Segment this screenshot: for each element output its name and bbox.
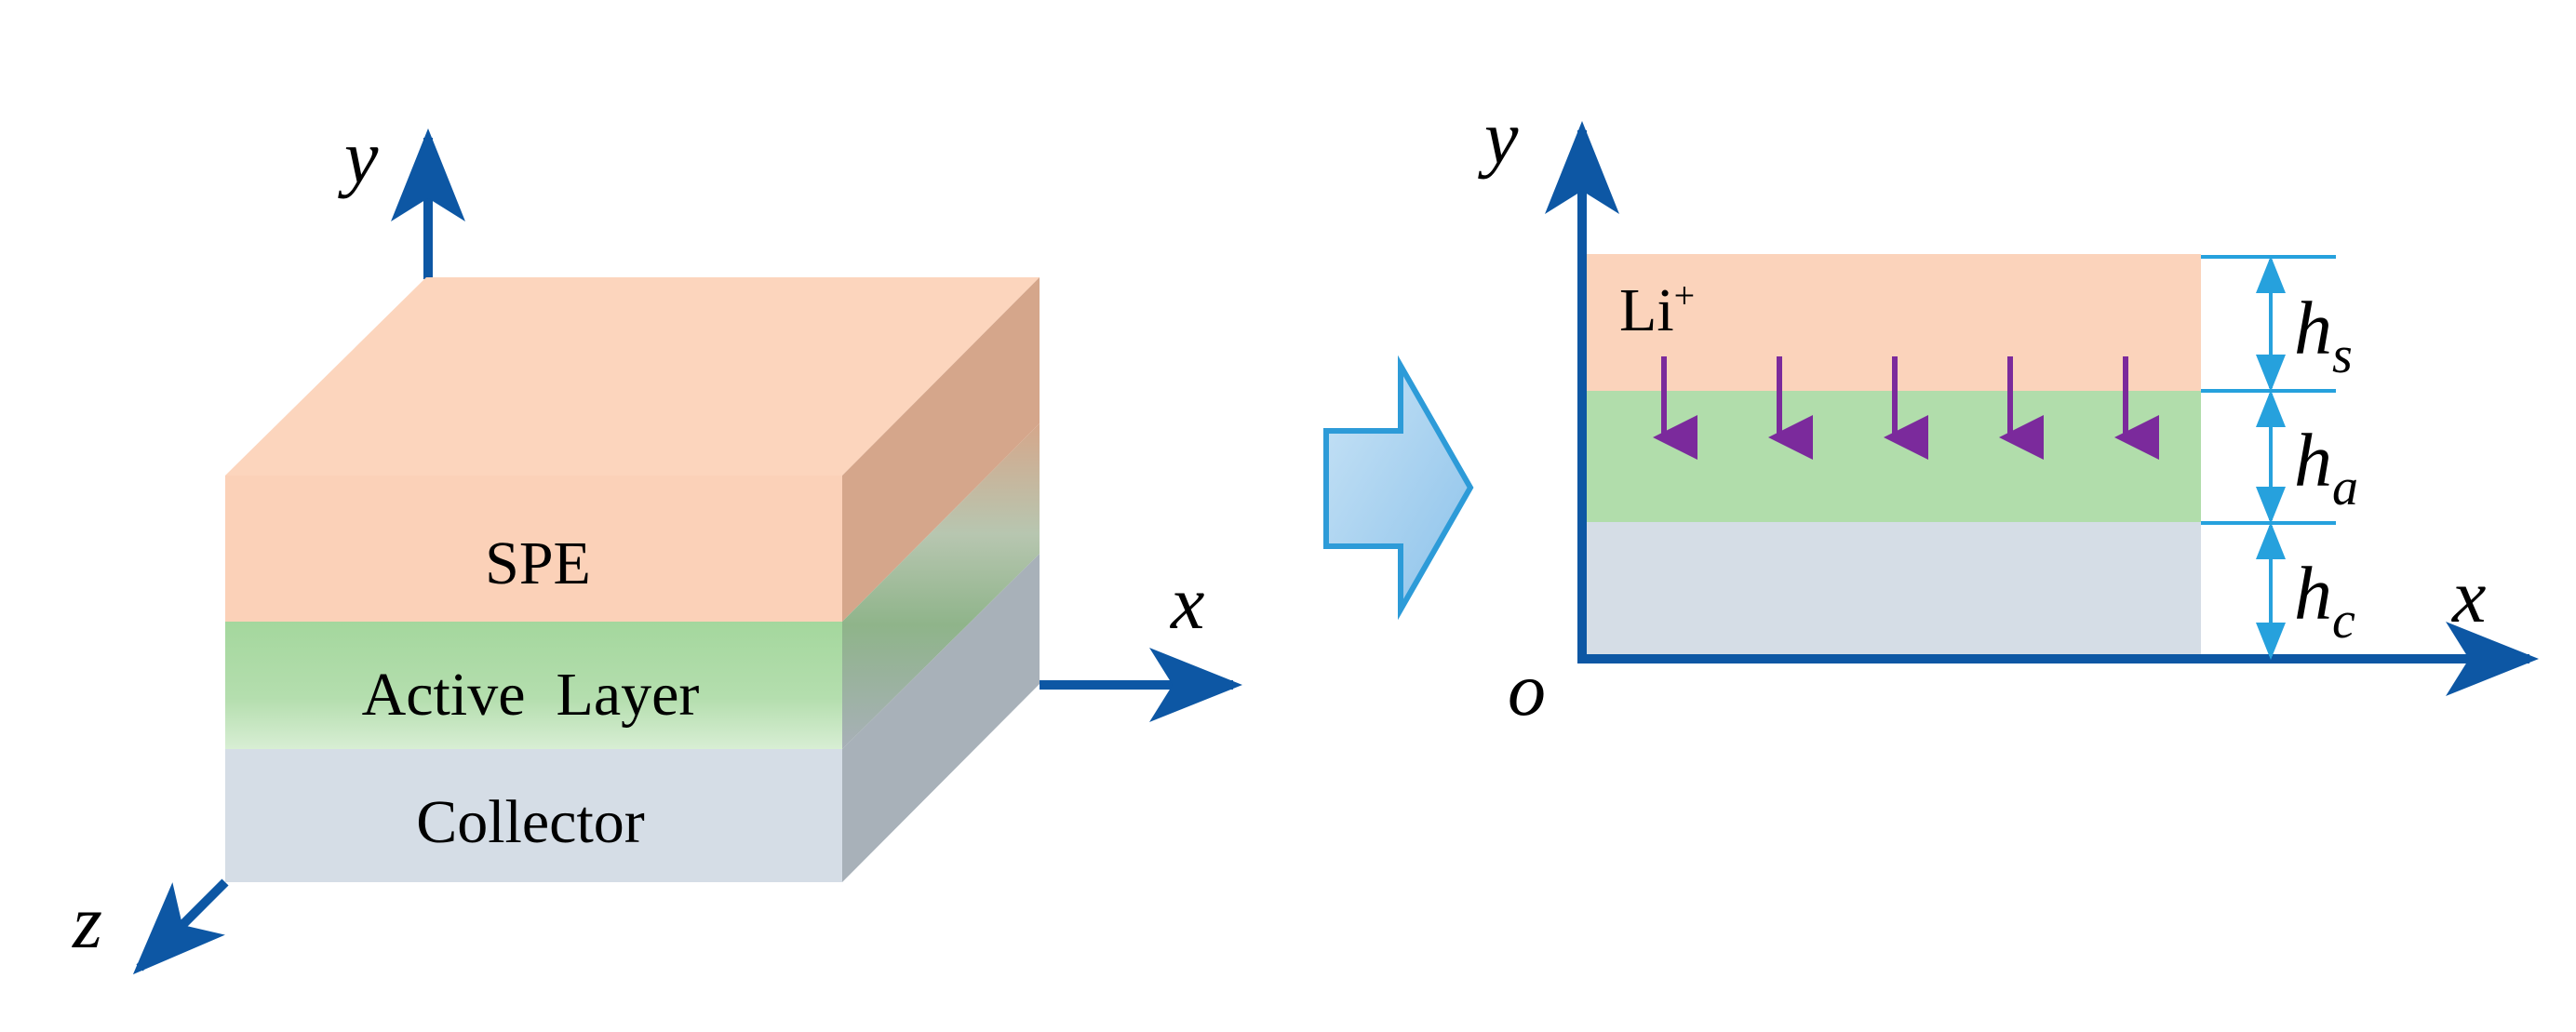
- left-3d-figure: SPE Active Layer Collector y x z: [72, 114, 1242, 975]
- block-side-face-collector: [842, 554, 1040, 882]
- collector-label: Collector: [416, 788, 645, 856]
- spe-region: [1582, 254, 2201, 391]
- block-side-face-active: [842, 423, 1040, 749]
- right-y-label: y: [1478, 95, 1519, 180]
- right-2d-figure: y x o Li+ hs ha hc: [1478, 95, 2539, 731]
- hs-label: hs: [2294, 286, 2353, 384]
- block-side-face-spe: [842, 277, 1040, 622]
- hc-label: hc: [2294, 551, 2355, 650]
- left-x-label: x: [1170, 560, 1204, 645]
- spe-layer: [225, 476, 842, 622]
- ha-label: ha: [2294, 418, 2358, 516]
- block-top-face: [225, 277, 1040, 476]
- left-z-axis: [132, 878, 229, 975]
- active-layer-label: Active Layer: [362, 661, 700, 729]
- active-layer: [225, 622, 842, 749]
- spe-label: SPE: [485, 529, 591, 597]
- transition-arrow: [1323, 355, 1474, 621]
- origin-label: o: [1508, 647, 1546, 731]
- collector-region: [1582, 522, 2201, 659]
- li-ion-label: Li+: [1619, 275, 1695, 344]
- left-y-label: y: [338, 114, 379, 199]
- right-x-label: x: [2451, 554, 2486, 638]
- left-z-label: z: [72, 879, 102, 964]
- active-region: [1582, 391, 2201, 522]
- collector-layer: [225, 749, 842, 882]
